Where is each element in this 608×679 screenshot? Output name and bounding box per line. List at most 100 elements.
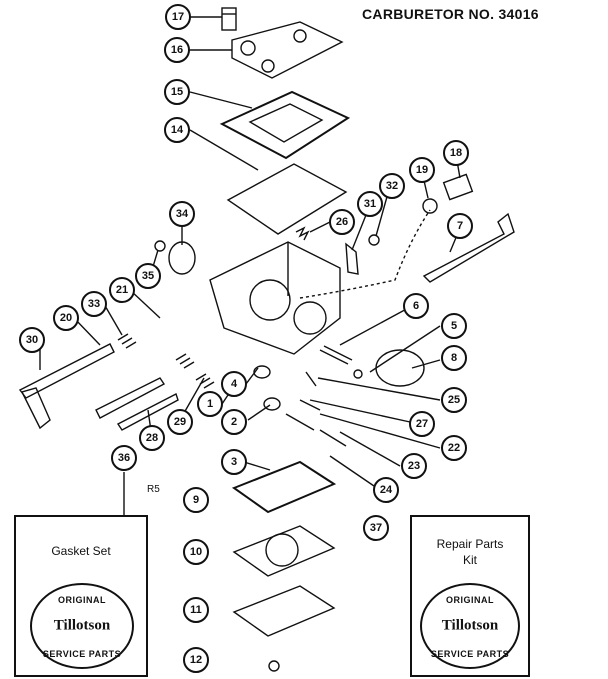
callout-31: 31 bbox=[357, 191, 383, 217]
part-7-throttle-shaft bbox=[422, 212, 515, 283]
seal-brand: Tillotson bbox=[53, 617, 111, 634]
seal-bottom-text: SERVICE PARTS bbox=[430, 649, 510, 659]
callout-19: 19 bbox=[409, 157, 435, 183]
leader-5 bbox=[369, 325, 441, 373]
leader-3 bbox=[243, 461, 271, 471]
callout-26: 26 bbox=[329, 209, 355, 235]
stray-mark: R5 bbox=[147, 484, 160, 495]
part-6-spring bbox=[319, 345, 353, 365]
gasket-set-kit: Gasket Set ORIGINAL Tillotson SERVICE PA… bbox=[14, 515, 148, 677]
callout-30: 30 bbox=[19, 327, 45, 353]
leader-33 bbox=[103, 303, 123, 336]
leader-4 bbox=[245, 367, 259, 385]
part-4-ball bbox=[253, 365, 271, 379]
callout-4: 4 bbox=[221, 371, 247, 397]
diagram-title: CARBURETOR NO. 34016 bbox=[362, 6, 539, 22]
part-2-cup bbox=[263, 397, 281, 411]
part-21-spring bbox=[175, 353, 195, 369]
part-34-welch-plug bbox=[168, 241, 196, 275]
repair-parts-kit: Repair Parts Kit ORIGINAL Tillotson SERV… bbox=[410, 515, 530, 677]
part-33-spring bbox=[117, 333, 137, 349]
callout-9: 9 bbox=[183, 487, 209, 513]
callout-3: 3 bbox=[221, 449, 247, 475]
leader-26 bbox=[309, 221, 331, 233]
leader-27 bbox=[309, 399, 411, 423]
callout-2: 2 bbox=[221, 409, 247, 435]
leader-21 bbox=[129, 289, 161, 319]
callout-11: 11 bbox=[183, 597, 209, 623]
part-12-screw bbox=[268, 660, 280, 672]
carburetor-body bbox=[209, 241, 341, 355]
callout-35: 35 bbox=[135, 263, 161, 289]
part-16-pump-cover bbox=[231, 21, 344, 79]
callout-23: 23 bbox=[401, 453, 427, 479]
callout-21: 21 bbox=[109, 277, 135, 303]
part-17-screw bbox=[221, 7, 237, 31]
callout-10: 10 bbox=[183, 539, 209, 565]
callout-20: 20 bbox=[53, 305, 79, 331]
callout-17: 17 bbox=[165, 4, 191, 30]
tillotson-seal-left: ORIGINAL Tillotson SERVICE PARTS bbox=[30, 583, 134, 669]
part-29-spring bbox=[195, 373, 215, 389]
callout-8: 8 bbox=[441, 345, 467, 371]
part-32-screw bbox=[368, 234, 380, 246]
leader-25 bbox=[317, 377, 441, 401]
callout-27: 27 bbox=[409, 411, 435, 437]
leader-15 bbox=[189, 91, 253, 109]
seal-brand: Tillotson bbox=[441, 617, 499, 634]
callout-18: 18 bbox=[443, 140, 469, 166]
leader-23 bbox=[339, 431, 401, 467]
callout-12: 12 bbox=[183, 647, 209, 673]
callout-29: 29 bbox=[167, 409, 193, 435]
callout-25: 25 bbox=[441, 387, 467, 413]
repair-kit-label-line1: Repair Parts bbox=[436, 537, 504, 551]
callout-33: 33 bbox=[81, 291, 107, 317]
part-23-screw bbox=[319, 429, 347, 447]
leader-31 bbox=[351, 209, 369, 251]
callout-22: 22 bbox=[441, 435, 467, 461]
callout-37: 37 bbox=[363, 515, 389, 541]
leader-24 bbox=[329, 455, 375, 487]
leader-8 bbox=[411, 359, 441, 369]
part-27-lever bbox=[299, 399, 321, 411]
part-28-needle bbox=[116, 393, 179, 431]
part-18-fitting bbox=[442, 173, 474, 201]
leader-22 bbox=[319, 413, 441, 449]
part-3-gasket bbox=[231, 460, 337, 514]
part-15-pump-gasket bbox=[219, 90, 351, 160]
part-25-inlet-needle bbox=[305, 371, 317, 387]
part-31-bracket bbox=[345, 242, 359, 275]
part-8-lever-disc bbox=[375, 349, 425, 387]
callout-36: 36 bbox=[111, 445, 137, 471]
part-11-cover-gasket bbox=[232, 585, 336, 637]
callout-32: 32 bbox=[379, 173, 405, 199]
leader-20 bbox=[73, 317, 101, 346]
callout-24: 24 bbox=[373, 477, 399, 503]
part-22-pin bbox=[285, 413, 315, 431]
seal-top-text: ORIGINAL bbox=[58, 595, 106, 605]
callout-34: 34 bbox=[169, 201, 195, 227]
callout-5: 5 bbox=[441, 313, 467, 339]
callout-1: 1 bbox=[197, 391, 223, 417]
part-idle-needle bbox=[95, 377, 166, 419]
part-14-pump-diaphragm bbox=[226, 163, 348, 235]
leader-14 bbox=[189, 129, 259, 171]
part-26-spring bbox=[295, 226, 310, 241]
part-5-pin bbox=[353, 369, 363, 379]
repair-kit-label-line2: Kit bbox=[462, 553, 477, 567]
callout-28: 28 bbox=[139, 425, 165, 451]
callout-15: 15 bbox=[164, 79, 190, 105]
callout-6: 6 bbox=[403, 293, 429, 319]
part-35-nut bbox=[154, 240, 166, 252]
fuel-line bbox=[299, 209, 431, 299]
part-19-ring bbox=[422, 198, 438, 214]
callout-7: 7 bbox=[447, 213, 473, 239]
gasket-set-label: Gasket Set bbox=[51, 544, 111, 558]
leader-2 bbox=[247, 404, 271, 421]
seal-bottom-text: SERVICE PARTS bbox=[42, 649, 122, 659]
leader-6 bbox=[339, 305, 413, 346]
callout-16: 16 bbox=[164, 37, 190, 63]
callout-14: 14 bbox=[164, 117, 190, 143]
seal-top-text: ORIGINAL bbox=[446, 595, 494, 605]
